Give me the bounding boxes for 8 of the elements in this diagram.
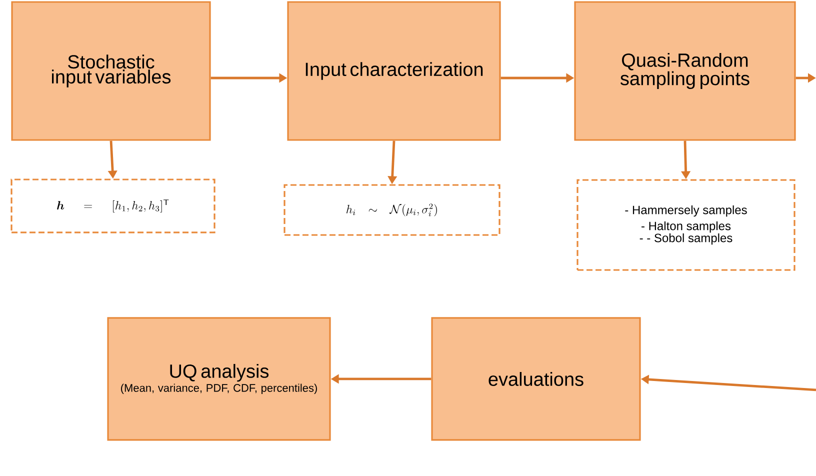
process-box: Input characterization <box>287 1 501 141</box>
process-box: Quasi-Random sampling points <box>574 1 796 141</box>
formula-box: $h_i \sim \mathcal{N}(\mu_i, \sigma_i^2)$ <box>284 184 500 236</box>
process-box: evaluations <box>431 317 641 441</box>
formula-box: $\boldsymbol{h} \;=\; [h_1, h_2, h_3]^{\mathsf{T}}$ <box>10 178 216 234</box>
process-box: UQ analysis (Mean, variance, PDF, CDF, percentiles) <box>107 317 331 441</box>
sample-list-box: - Hammersely samples - Halton samples - - Sobol samples <box>576 179 796 271</box>
process-box: Stochastic input variables <box>11 1 211 141</box>
